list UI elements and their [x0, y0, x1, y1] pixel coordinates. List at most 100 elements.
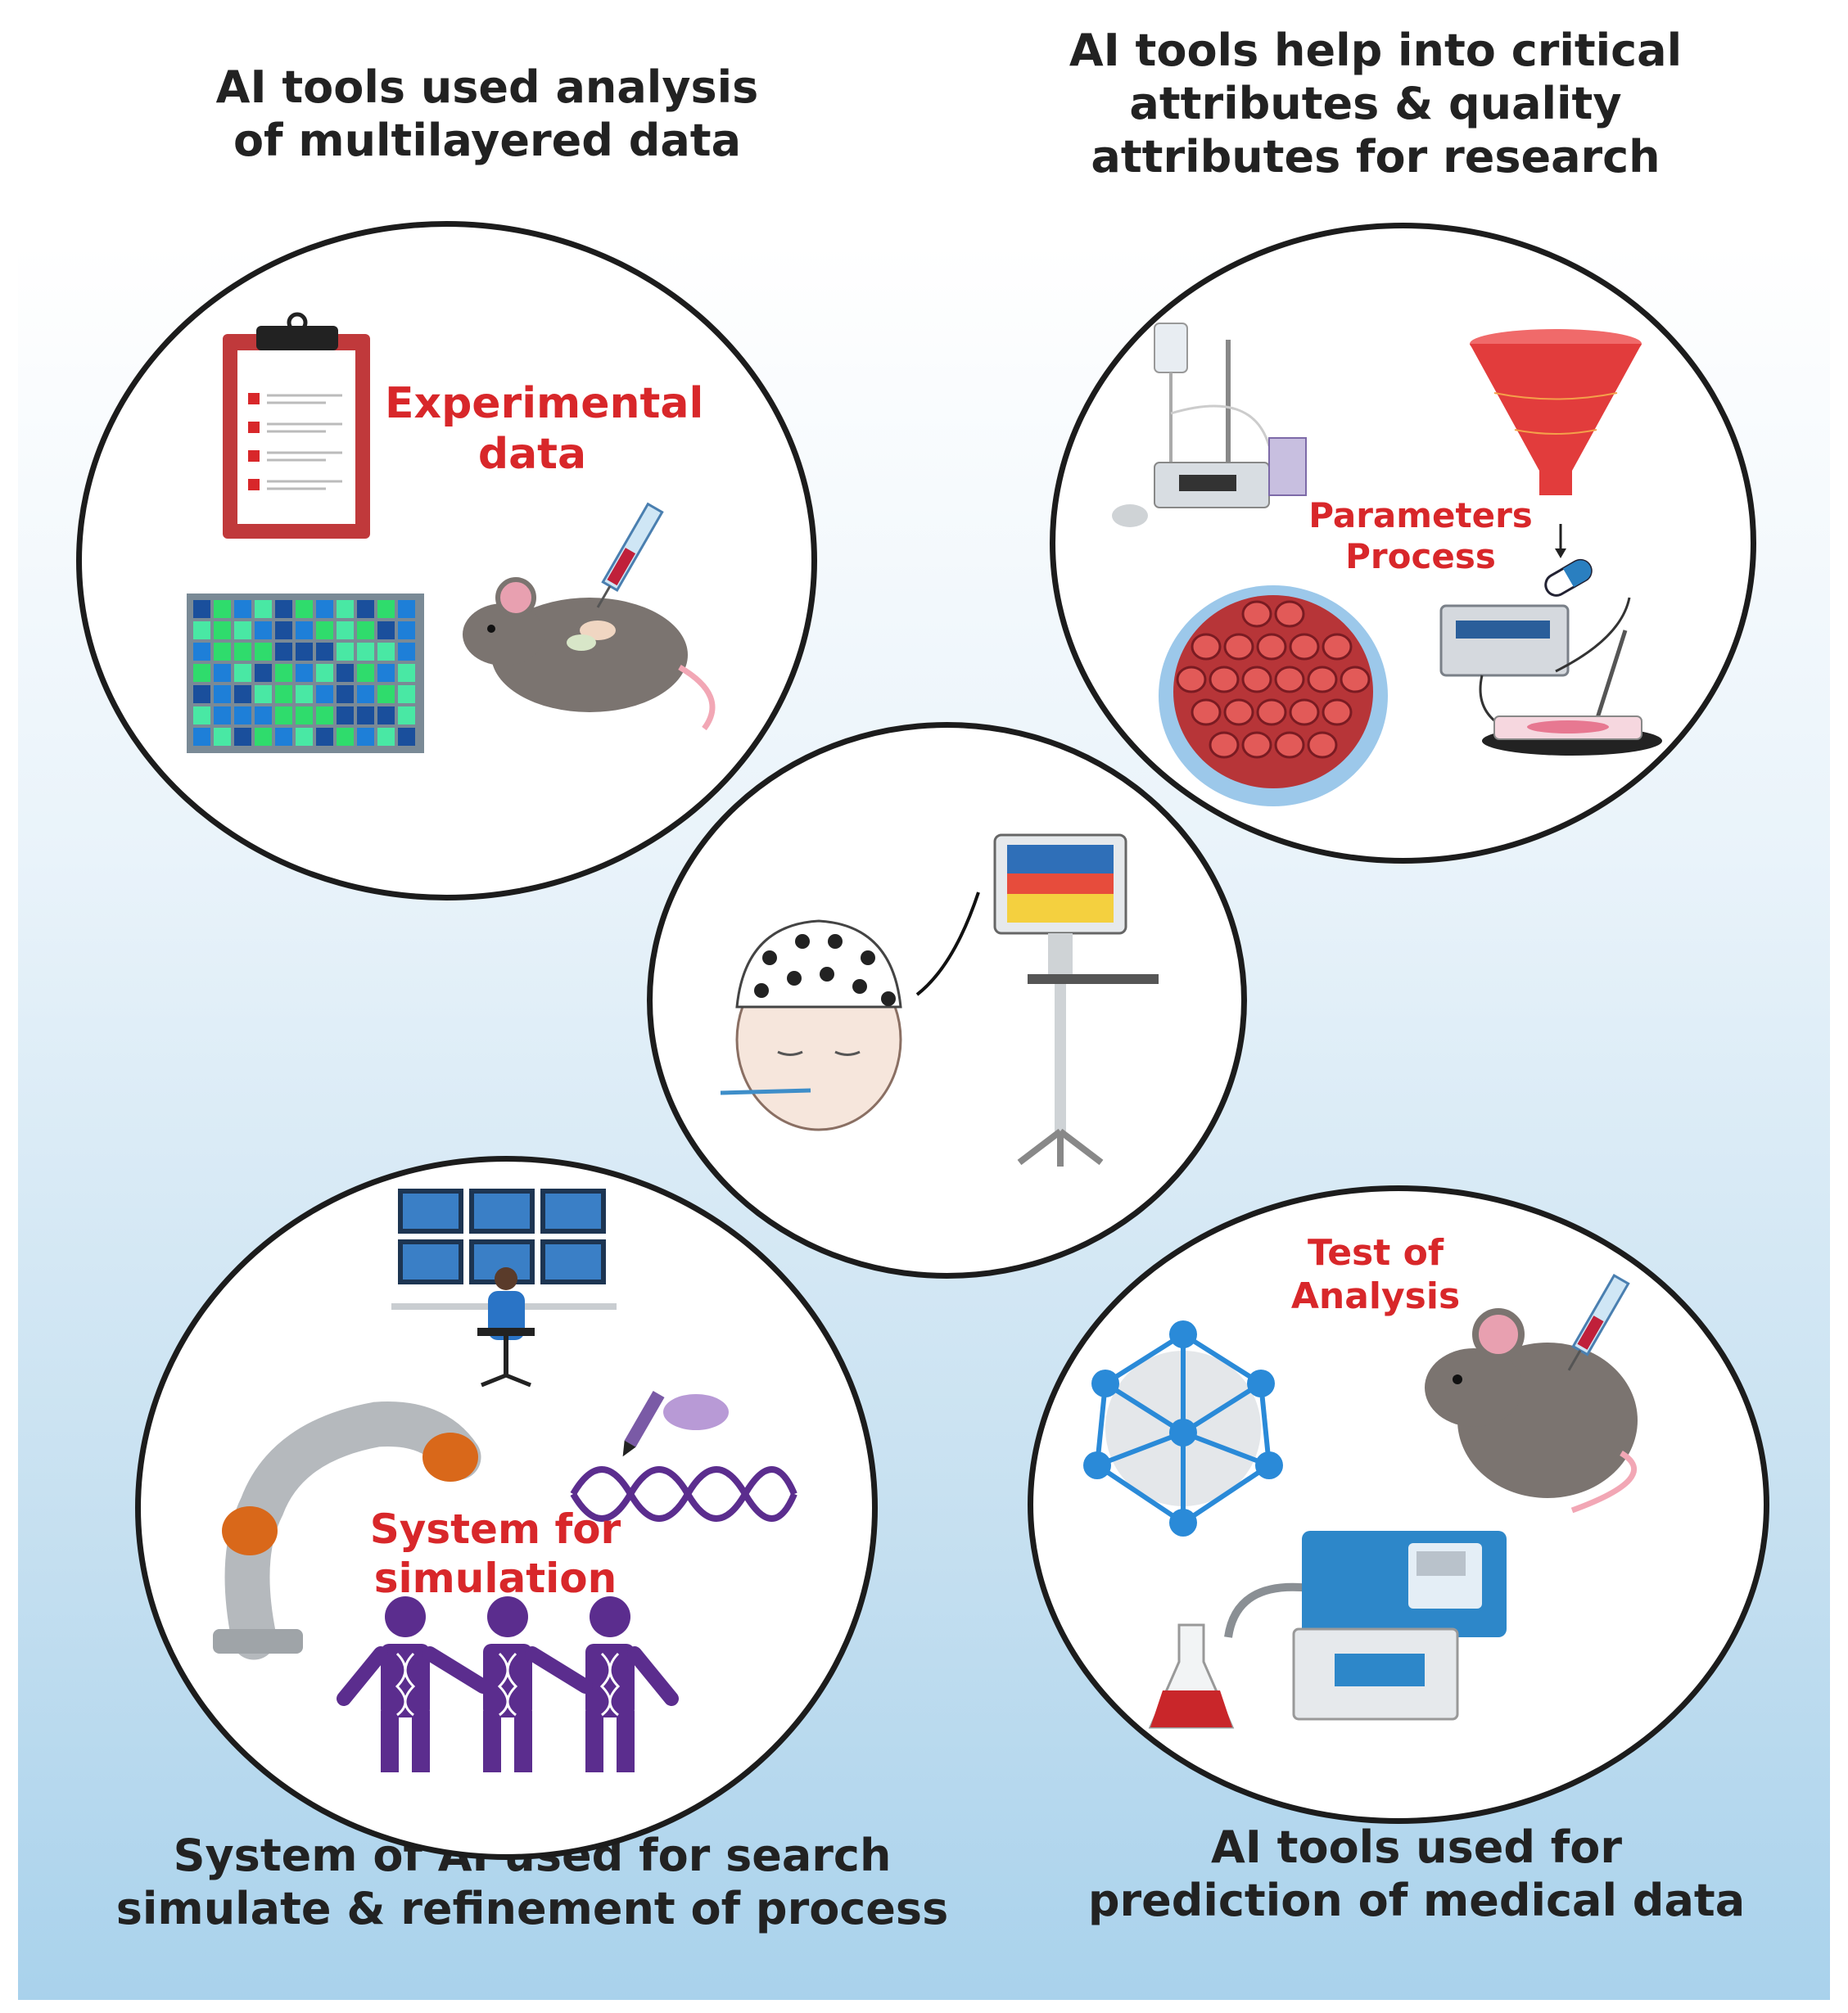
heatmap-cell — [296, 600, 313, 618]
heatmap-cell — [255, 621, 272, 639]
cell — [1223, 698, 1254, 726]
clipboard-checklist-icon — [223, 312, 370, 539]
heatmap-cell — [234, 706, 251, 724]
control-room-icon — [391, 1189, 617, 1388]
heatmap-cell — [193, 600, 210, 618]
eeg-head-icon — [720, 919, 902, 1131]
heatmap-cell — [234, 664, 251, 682]
heatmap-cell — [193, 621, 210, 639]
dna-people-icon — [337, 1596, 679, 1772]
heatmap-cell — [275, 664, 292, 682]
heatmap-cell — [316, 685, 333, 703]
heatmap-cell — [296, 621, 313, 639]
funnel-icon — [1470, 329, 1642, 495]
heatmap-cell — [398, 685, 415, 703]
label-line: Experimental — [385, 379, 704, 428]
heatmap-cell — [357, 706, 374, 724]
cell — [1191, 698, 1222, 726]
cell — [1256, 633, 1287, 661]
heatmap-cell — [337, 728, 354, 746]
heatmap-cell — [398, 728, 415, 746]
heatmap-cell — [377, 621, 395, 639]
heatmap-cell — [214, 643, 231, 661]
label-test-analysis: Test of Analysis — [1253, 1232, 1498, 1319]
cell — [1176, 666, 1207, 693]
heatmap-cell — [377, 664, 395, 682]
capsule-icon — [1544, 558, 1593, 597]
mouse-injection-icon — [463, 502, 716, 731]
heatmap-cell — [398, 621, 415, 639]
heatmap-cell — [275, 621, 292, 639]
heatmap-cell — [214, 706, 231, 724]
heatmap-cell — [296, 685, 313, 703]
heatmap-cell — [214, 728, 231, 746]
cell — [1191, 633, 1222, 661]
caption-line: AI tools used analysis — [215, 61, 759, 113]
label-line: Process — [1345, 536, 1496, 577]
cell — [1322, 633, 1353, 661]
cell — [1274, 600, 1305, 628]
heatmap-cell — [255, 728, 272, 746]
heatmap-cell — [316, 664, 333, 682]
heatmap-cell — [255, 643, 272, 661]
heatmap-cell — [193, 643, 210, 661]
heatmap-cell — [377, 643, 395, 661]
label-line: System for — [369, 1505, 621, 1553]
label-line: data — [477, 430, 587, 480]
cell-culture-icon — [1159, 585, 1388, 806]
heatmap-cell — [316, 643, 333, 661]
heatmap-cell — [275, 728, 292, 746]
caption-line: prediction of medical data — [1087, 1874, 1746, 1926]
heatmap-cell — [377, 728, 395, 746]
molecule-network-icon — [1083, 1320, 1283, 1537]
heatmap-cell — [234, 600, 251, 618]
cell — [1209, 731, 1240, 759]
cell — [1274, 731, 1305, 759]
heatmap-cell — [255, 706, 272, 724]
heatmap-cell — [255, 600, 272, 618]
cell — [1274, 666, 1305, 693]
heatmap-cell — [337, 643, 354, 661]
heatmap-cell — [357, 643, 374, 661]
analyzer-machine-icon — [1224, 1531, 1507, 1721]
heatmap-cell — [193, 664, 210, 682]
cell — [1209, 666, 1240, 693]
caption-line: attributes & quality — [1129, 77, 1622, 129]
cell — [1307, 731, 1338, 759]
cell — [1322, 698, 1353, 726]
heatmap-cell — [275, 706, 292, 724]
cell — [1307, 666, 1338, 693]
cell — [1241, 600, 1272, 628]
heatmap-cell — [357, 600, 374, 618]
heatmap-cell — [337, 664, 354, 682]
heatmap-cell — [193, 706, 210, 724]
heatmap-cell — [193, 685, 210, 703]
heatmap-cell — [398, 643, 415, 661]
heatmap-cell — [296, 728, 313, 746]
electrophoresis-device-icon — [1439, 597, 1662, 756]
heatmap-cell — [214, 600, 231, 618]
heatmap-grid-icon — [187, 594, 424, 753]
cell — [1241, 666, 1272, 693]
heatmap-cell — [316, 621, 333, 639]
heatmap-cell — [234, 621, 251, 639]
label-system-simulation: System for simulation — [336, 1505, 655, 1603]
eeg-monitor-icon — [915, 833, 1159, 1167]
cell — [1289, 633, 1320, 661]
heatmap-cell — [296, 664, 313, 682]
lab-apparatus-icon — [1112, 323, 1307, 527]
heatmap-cell — [398, 706, 415, 724]
heatmap-cell — [337, 600, 354, 618]
caption-line: simulate & refinement of process — [115, 1882, 949, 1934]
cell — [1241, 731, 1272, 759]
cell — [1340, 666, 1371, 693]
heatmap-cell — [398, 664, 415, 682]
heatmap-cell — [275, 600, 292, 618]
label-line: Test of — [1308, 1232, 1444, 1274]
heatmap-cell — [357, 685, 374, 703]
caption-line: AI tools help into critical — [1069, 25, 1683, 76]
heatmap-cell — [377, 600, 395, 618]
heatmap-cell — [234, 728, 251, 746]
mouse-injection-icon — [1425, 1273, 1638, 1514]
heatmap-cell — [255, 685, 272, 703]
